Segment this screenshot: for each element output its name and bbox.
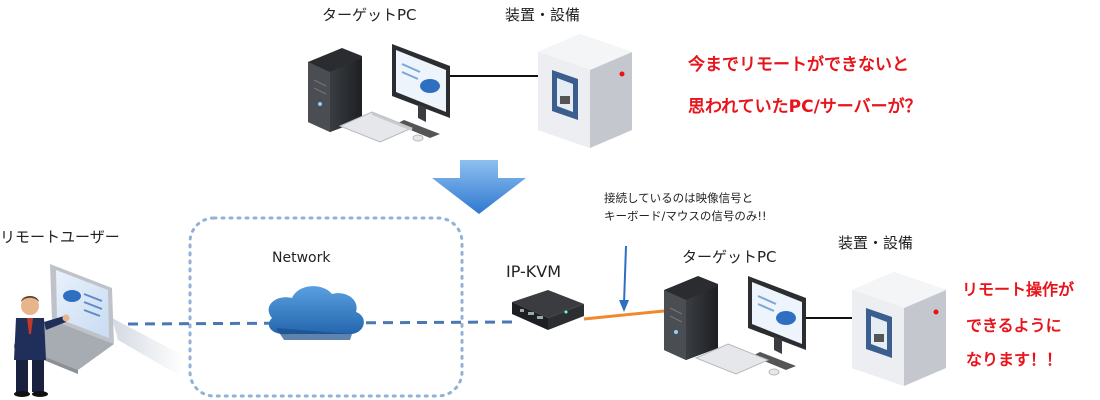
bottom-message-line2: できるように [966, 316, 1062, 335]
laptop-screen-beam [112, 318, 184, 376]
bottom-target-pc-label: ターゲットPC [682, 248, 777, 266]
remote-user-person [14, 296, 70, 397]
top-pc-tower [308, 48, 362, 132]
top-equipment-label: 装置・設備 [505, 6, 581, 24]
bottom-equipment-label: 装置・設備 [838, 234, 914, 252]
top-pc-keyboard [338, 111, 424, 143]
network-boundary [188, 216, 464, 398]
ip-kvm-device [512, 290, 584, 330]
network-label: Network [272, 250, 331, 266]
network-cloud [268, 286, 364, 340]
signal-note-line2: キーボード/マウスの信号のみ!! [604, 209, 767, 223]
remote-user-label: リモートユーザー [0, 228, 120, 246]
bottom-equipment [852, 272, 946, 386]
kvm-cable [583, 308, 675, 321]
top-message-line2: 思われていたPC/サーバーが？ [688, 97, 922, 117]
bottom-message-line3: なります！！ [966, 350, 1063, 369]
bottom-pc-keyboard [694, 343, 780, 376]
bottom-message-line1: リモート操作が [962, 280, 1075, 299]
signal-note-line1: 接続しているのは映像信号と [604, 191, 754, 205]
top-message-line1: 今までリモートができないと [688, 55, 909, 75]
bottom-pc-tower [664, 276, 718, 360]
top-equipment [538, 34, 632, 148]
annotation-arrow [619, 245, 629, 312]
laptop [14, 264, 114, 374]
ip-kvm-label: IP-KVM [506, 262, 562, 281]
top-target-pc-label: ターゲットPC [322, 6, 417, 24]
top-pc-monitor [392, 44, 450, 138]
down-arrow [432, 160, 526, 214]
bottom-pc-monitor [748, 276, 806, 370]
